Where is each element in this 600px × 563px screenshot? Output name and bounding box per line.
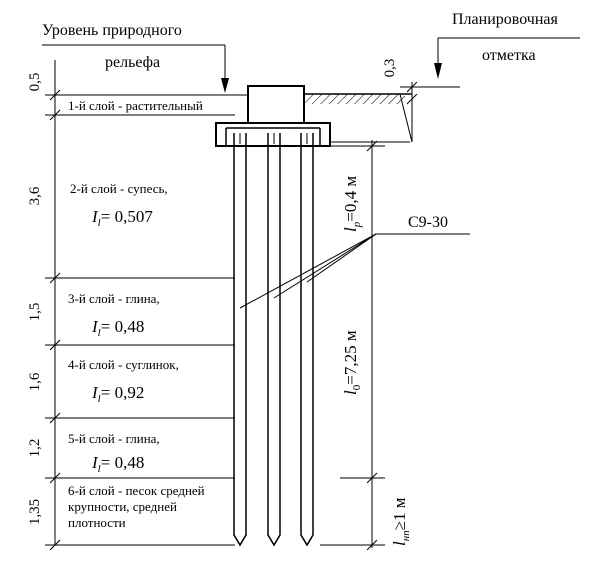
layer-5-index: Il= 0,48	[91, 453, 144, 475]
piles	[233, 133, 314, 547]
layer-1-name: 1-й слой - растительный	[68, 98, 203, 113]
layer-5-name: 5-й слой - глина,	[68, 431, 160, 446]
layer-6-thickness: 1,35	[27, 499, 43, 525]
planning-offset-value: 0,3	[382, 59, 398, 78]
layer-4-name: 4-й слой - суглинок,	[68, 357, 179, 372]
natural-relief-label: Уровень природного	[42, 22, 182, 39]
pile-2	[267, 133, 281, 547]
lp-dimension-label: lp=0,4 м	[341, 176, 363, 232]
planning-mark-label-2: отметка	[482, 47, 536, 64]
planning-offset-dimension	[400, 81, 460, 142]
l0-dimension-label: l0=7,25 м	[341, 330, 363, 395]
pile-3	[300, 133, 314, 547]
layer-6-name-line2: крупности, средней	[68, 499, 177, 514]
layer-4-thickness: 1,6	[27, 372, 43, 391]
layer-thicknesses: 0,5 3,6 1,5 1,6 1,2 1,35	[27, 73, 43, 526]
layer-2-index: Il= 0,507	[91, 207, 153, 229]
layer-2-thickness: 3,6	[27, 186, 43, 205]
layer-4-index: Il= 0,92	[91, 383, 144, 405]
layer-3-thickness: 1,5	[27, 303, 43, 322]
pile-leader-lines	[239, 233, 470, 309]
layer-5-thickness: 1,2	[27, 439, 43, 458]
layer-1-thickness: 0,5	[27, 73, 43, 92]
planning-mark-arrow	[434, 38, 442, 79]
pile-1	[233, 133, 247, 547]
natural-relief-label-2: рельефа	[105, 54, 160, 71]
lnp-dimension-label: lнп≥1 м	[390, 497, 412, 546]
layer-3-name: 3-й слой - глина,	[68, 291, 160, 306]
layer-dimension-line	[45, 60, 300, 551]
pile-length-dimensions	[320, 140, 385, 551]
natural-relief-arrow	[221, 45, 229, 93]
layer-6-name-line1: 6-й слой - песок средней	[68, 483, 205, 498]
planning-mark-label: Планировочная	[452, 11, 559, 28]
pile-label: С9-30	[408, 214, 448, 231]
layer-2-name: 2-й слой - супесь,	[70, 181, 168, 196]
layer-3-index: Il= 0,48	[91, 317, 144, 339]
layer-6-name-line3: плотности	[68, 515, 126, 530]
ground-surface	[305, 93, 413, 143]
